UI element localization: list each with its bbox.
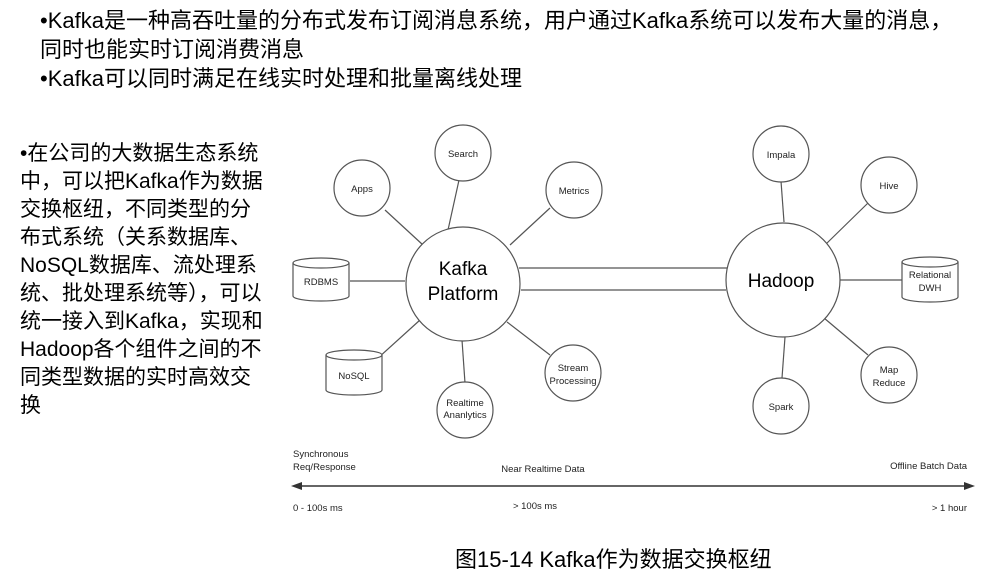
kafka-label-line2: Platform bbox=[428, 284, 499, 305]
axis-range-slow: > 1 hour bbox=[932, 503, 967, 514]
map-label-line1: Map bbox=[880, 365, 898, 376]
spark-node: Spark bbox=[752, 377, 810, 435]
latency-axis-arrow bbox=[291, 482, 975, 490]
connector-hadoop-map bbox=[823, 317, 869, 356]
connector-hadoop-spark bbox=[781, 336, 786, 379]
connector-kafka-metrics bbox=[509, 207, 551, 246]
axis-range-mid: > 100s ms bbox=[513, 501, 557, 512]
axis-sync-label-line2: Req/Response bbox=[293, 462, 356, 473]
intro-bullet-online-offline: •Kafka可以同时满足在线实时处理和批量离线处理 bbox=[40, 66, 522, 91]
connector-hadoop-impala bbox=[780, 180, 785, 223]
figure-caption: 图15-14 Kafka作为数据交换枢纽 bbox=[455, 547, 772, 572]
stream-label-line2: Processing bbox=[550, 376, 597, 387]
impala-node: Impala bbox=[752, 125, 810, 183]
search-node: Search bbox=[434, 124, 492, 182]
map-label-line2: Reduce bbox=[873, 378, 906, 389]
nosql-label: NoSQL bbox=[338, 371, 369, 382]
spark-label: Spark bbox=[769, 402, 794, 413]
hadoop-node: Hadoop bbox=[725, 222, 841, 338]
intro-bullets: •Kafka是一种高吞吐量的分布式发布订阅消息系统，用户通过Kafka系统可以发… bbox=[40, 6, 970, 93]
metrics-node: Metrics bbox=[545, 161, 603, 219]
stream-processing-node: Stream Processing bbox=[544, 344, 602, 402]
relational-label-line2: DWH bbox=[919, 283, 942, 294]
metrics-label: Metrics bbox=[559, 186, 590, 197]
realtime-label-line1: Realtime bbox=[446, 398, 484, 409]
axis-near-realtime-label: Near Realtime Data bbox=[501, 464, 585, 475]
impala-label: Impala bbox=[767, 150, 796, 161]
axis-offline-batch-label: Offline Batch Data bbox=[890, 461, 968, 472]
axis-sync-label-line1: Synchronous bbox=[293, 449, 349, 460]
apps-label: Apps bbox=[351, 184, 373, 195]
connector-kafka-nosql bbox=[377, 319, 421, 359]
side-note: •在公司的大数据生态系统中，可以把Kafka作为数据交换枢纽，不同类型的分布式系… bbox=[20, 142, 263, 417]
rdbms-database-node: RDBMS bbox=[292, 257, 350, 302]
kafka-platform-node: Kafka Platform bbox=[405, 226, 521, 342]
hive-label: Hive bbox=[879, 181, 898, 192]
relational-dwh-database-node: Relational DWH bbox=[901, 256, 959, 303]
axis-range-fast: 0 - 100s ms bbox=[293, 503, 343, 514]
stream-label-line1: Stream bbox=[558, 363, 589, 374]
realtime-analytics-node: Realtime Ananlytics bbox=[436, 381, 494, 439]
kafka-label-line1: Kafka bbox=[439, 259, 488, 280]
map-reduce-node: Map Reduce bbox=[860, 346, 918, 404]
hive-node: Hive bbox=[860, 156, 918, 214]
apps-node: Apps bbox=[333, 159, 391, 217]
connector-kafka-realtime bbox=[461, 339, 466, 384]
intro-bullet-throughput: •Kafka是一种高吞吐量的分布式发布订阅消息系统，用户通过Kafka系统可以发… bbox=[40, 8, 953, 62]
relational-label-line1: Relational bbox=[909, 270, 951, 281]
realtime-label-line2: Ananlytics bbox=[443, 410, 487, 421]
rdbms-label: RDBMS bbox=[304, 277, 338, 288]
connector-hadoop-hive bbox=[824, 202, 869, 246]
search-label: Search bbox=[448, 149, 478, 160]
connector-kafka-apps bbox=[384, 209, 424, 246]
nosql-database-node: NoSQL bbox=[325, 349, 383, 396]
hadoop-label: Hadoop bbox=[748, 271, 815, 292]
connector-kafka-stream bbox=[506, 321, 551, 356]
